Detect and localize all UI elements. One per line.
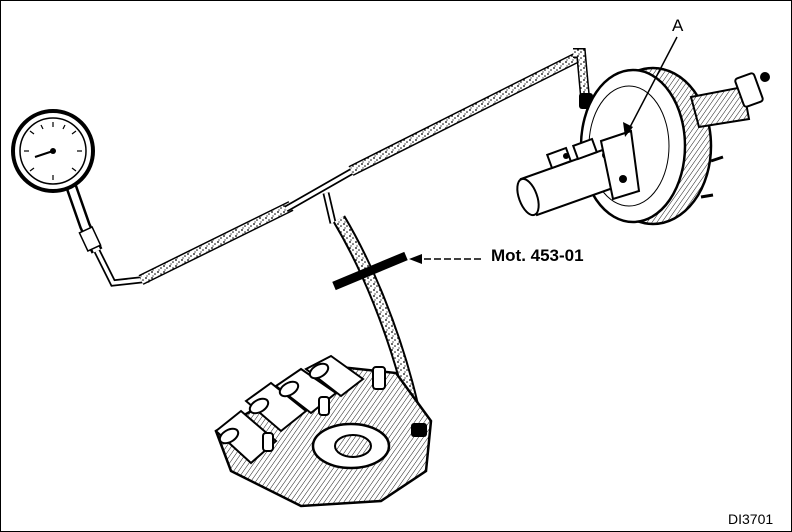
intake-manifold-icon bbox=[214, 354, 433, 508]
callout-arrow-a bbox=[623, 36, 678, 137]
callout-label-a: A bbox=[672, 16, 684, 35]
vacuum-gauge-icon bbox=[11, 109, 103, 254]
vacuum-hose-branch bbox=[322, 192, 426, 433]
vacuum-hose-main bbox=[92, 48, 593, 287]
hose-clamp-icon bbox=[332, 251, 408, 291]
master-cylinder-icon bbox=[516, 129, 641, 217]
figure-reference-label: DI3701 bbox=[728, 511, 774, 527]
tool-reference-label: Mot. 453-01 bbox=[491, 246, 584, 265]
callout-arrow-tool bbox=[409, 254, 481, 264]
